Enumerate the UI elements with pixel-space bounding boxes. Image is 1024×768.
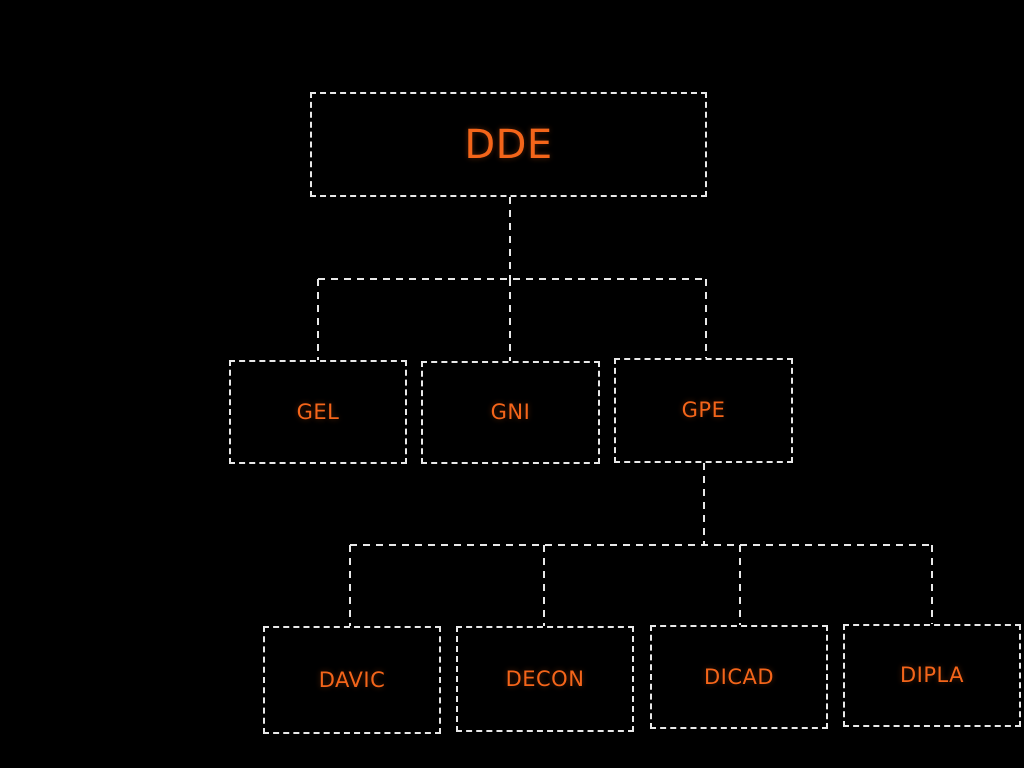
node-gni-label: GNI [490,400,531,424]
node-dde[interactable]: DDE [310,92,707,197]
node-dipla[interactable]: DIPLA [843,624,1021,727]
node-decon[interactable]: DECON [456,626,634,732]
node-decon-label: DECON [505,666,585,691]
node-davic[interactable]: DAVIC [263,626,441,734]
node-dipla-label: DIPLA [899,663,965,687]
node-gel[interactable]: GEL [229,360,407,464]
node-dicad[interactable]: DICAD [650,625,828,729]
node-gni[interactable]: GNI [421,361,600,464]
node-dicad-label: DICAD [703,664,775,689]
node-gpe-label: GPE [681,398,726,422]
node-dde-label: DDE [464,121,553,168]
node-gpe[interactable]: GPE [614,358,793,463]
node-davic-label: DAVIC [318,667,386,692]
node-gel-label: GEL [296,399,340,424]
